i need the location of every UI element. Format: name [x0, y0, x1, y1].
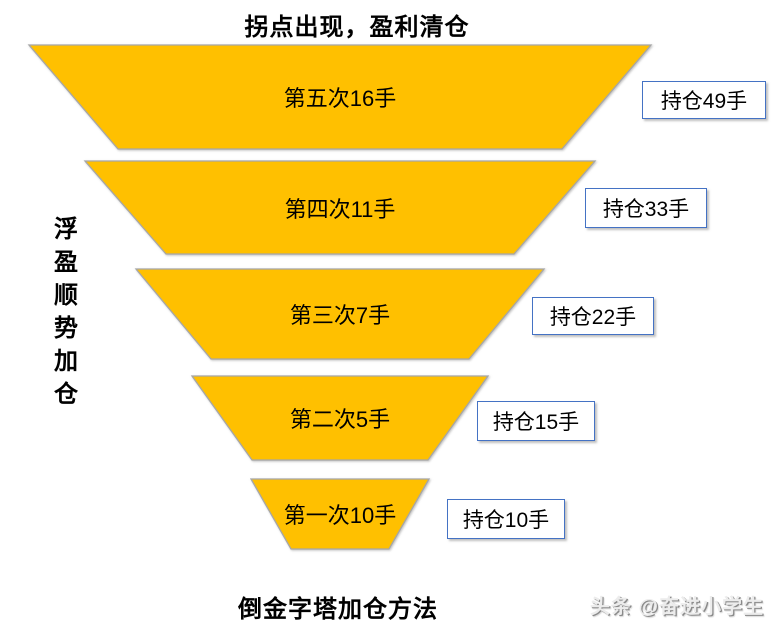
holding-badge-33: 持仓33手 — [585, 188, 707, 228]
holding-badge-10: 持仓10手 — [447, 499, 565, 539]
holding-badge-22: 持仓22手 — [532, 297, 654, 335]
holding-badge-49: 持仓49手 — [642, 81, 766, 119]
funnel-row-step2: 第二次5手 — [190, 375, 490, 461]
funnel-row-step4: 第四次11手 — [83, 160, 597, 255]
holding-badge-text: 持仓49手 — [660, 90, 748, 113]
left-vertical-label: 浮盈顺势加仓 — [54, 216, 78, 408]
funnel-segment-label: 第五次16手 — [283, 86, 397, 111]
holding-badge-text: 持仓10手 — [462, 509, 550, 532]
funnel-segment-label: 第三次7手 — [289, 303, 391, 328]
watermark: 头条 @奋进小学生 — [589, 596, 764, 618]
top-title: 拐点出现，盈利清仓 — [244, 14, 470, 41]
funnel-row-step3: 第三次7手 — [134, 268, 546, 360]
holding-badge-text: 持仓22手 — [549, 306, 637, 329]
funnel-segment-shape — [83, 160, 597, 255]
holding-badge-15: 持仓15手 — [477, 401, 595, 441]
holding-badge-text: 持仓33手 — [602, 198, 690, 221]
funnel-segment-shape — [27, 44, 653, 150]
funnel-row-step5: 第五次16手 — [27, 44, 653, 150]
funnel-segment-label: 第二次5手 — [289, 407, 391, 432]
funnel-segment-shape — [190, 375, 490, 461]
funnel-segment-shape — [134, 268, 546, 360]
funnel-segment-shape — [249, 478, 431, 550]
funnel-segment-label: 第一次10手 — [283, 503, 397, 528]
funnel-row-step1: 第一次10手 — [249, 478, 431, 550]
holding-badge-text: 持仓15手 — [492, 411, 580, 434]
bottom-title: 倒金字塔加仓方法 — [238, 596, 438, 623]
funnel-segment-label: 第四次11手 — [284, 196, 396, 222]
